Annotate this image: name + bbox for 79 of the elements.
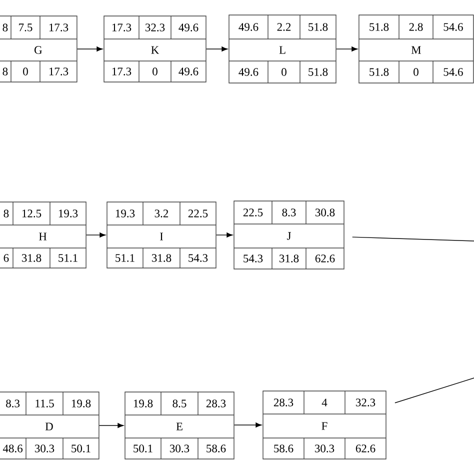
cell-value: 17.3 [112,24,132,32]
cell-value: 8.3 [282,208,296,216]
cell-value: 48.6 [2,444,23,452]
cell-value: 8 [4,210,9,218]
activity-name: J [287,232,291,240]
cell-value: 4 [322,398,328,406]
cell-value: 62.6 [356,444,376,452]
cell-value: 58.6 [206,444,226,452]
cell-value: 0 [414,68,418,76]
arrow [98,423,124,428]
cell-value: 0 [152,68,158,76]
cell-value: 8.3 [6,400,20,408]
cell-value: 49.6 [178,68,198,76]
cell-value: 54.3 [188,254,208,262]
activity-name: M [411,46,421,54]
cell-value: 0 [23,68,28,76]
cell-value: 11.5 [36,400,54,408]
cell-value: 54.6 [444,68,463,76]
activity-name: G [34,46,42,54]
cell-value: 30.3 [170,444,190,452]
cell-value: 28.3 [274,398,294,406]
cell-value: 51.1 [58,254,78,262]
cell-value: 51.8 [308,68,328,76]
cell-value: 2.2 [277,23,291,31]
cell-value: 8.5 [172,400,186,408]
connector-line [352,236,474,242]
cell-value: 12.5 [22,210,42,218]
activity-name: H [38,232,47,240]
cell-value: 8 [2,24,8,32]
cell-value: 19.8 [72,400,91,408]
arrow [216,232,233,238]
cell-value: 7.5 [19,24,32,32]
arrow [206,46,228,52]
cell-value: 51.1 [116,254,134,262]
cell-value: 58.6 [274,444,294,452]
cell-value: 30.3 [34,444,54,452]
activity-name: L [279,46,286,54]
activity-name: I [160,232,163,240]
activity-name: K [151,46,160,54]
cell-value: 32.3 [146,24,165,32]
activity-name: E [176,422,182,430]
cell-value: 49.6 [238,68,258,76]
arrow [336,46,358,52]
cell-value: 31.8 [22,254,42,262]
cell-value: 32.3 [356,398,376,406]
cell-value: 17.3 [112,68,132,76]
cell-value: 51.8 [370,23,389,31]
activity-name: D [45,422,53,430]
cell-value: 30.3 [315,444,334,452]
cell-value: 50.1 [72,444,90,452]
cell-value: 50.1 [134,444,152,452]
cell-value: 54.3 [244,254,263,262]
cell-value: 31.8 [152,254,172,262]
cell-value: 8 [2,68,8,76]
cell-value: 49.6 [178,24,198,32]
cell-value: 17.3 [49,24,68,32]
cell-value: 62.6 [315,254,335,262]
cell-value: 51.8 [370,68,389,76]
activity-name: F [322,422,328,430]
cell-value: 28.3 [206,400,226,408]
cell-value: 49.6 [238,23,258,31]
cell-value: 3.2 [154,210,168,218]
cell-value: 2.8 [409,23,423,31]
cell-value: 19.3 [58,210,78,218]
arrow [234,422,262,428]
cell-value: 30.8 [316,208,335,216]
cell-value: 51.8 [308,23,328,31]
arrow [76,46,103,52]
cell-value: 19.3 [116,210,135,218]
cell-value: 22.5 [243,208,263,216]
cell-value: 19.8 [134,400,153,408]
cell-value: 54.6 [444,23,463,31]
cell-value: 6 [4,254,9,262]
cell-value: 22.5 [188,210,208,218]
arrow [86,232,106,238]
connector-line [394,378,474,404]
cell-value: 17.3 [49,68,68,76]
cell-value: 31.8 [280,254,299,262]
cell-value: 0 [282,68,286,76]
